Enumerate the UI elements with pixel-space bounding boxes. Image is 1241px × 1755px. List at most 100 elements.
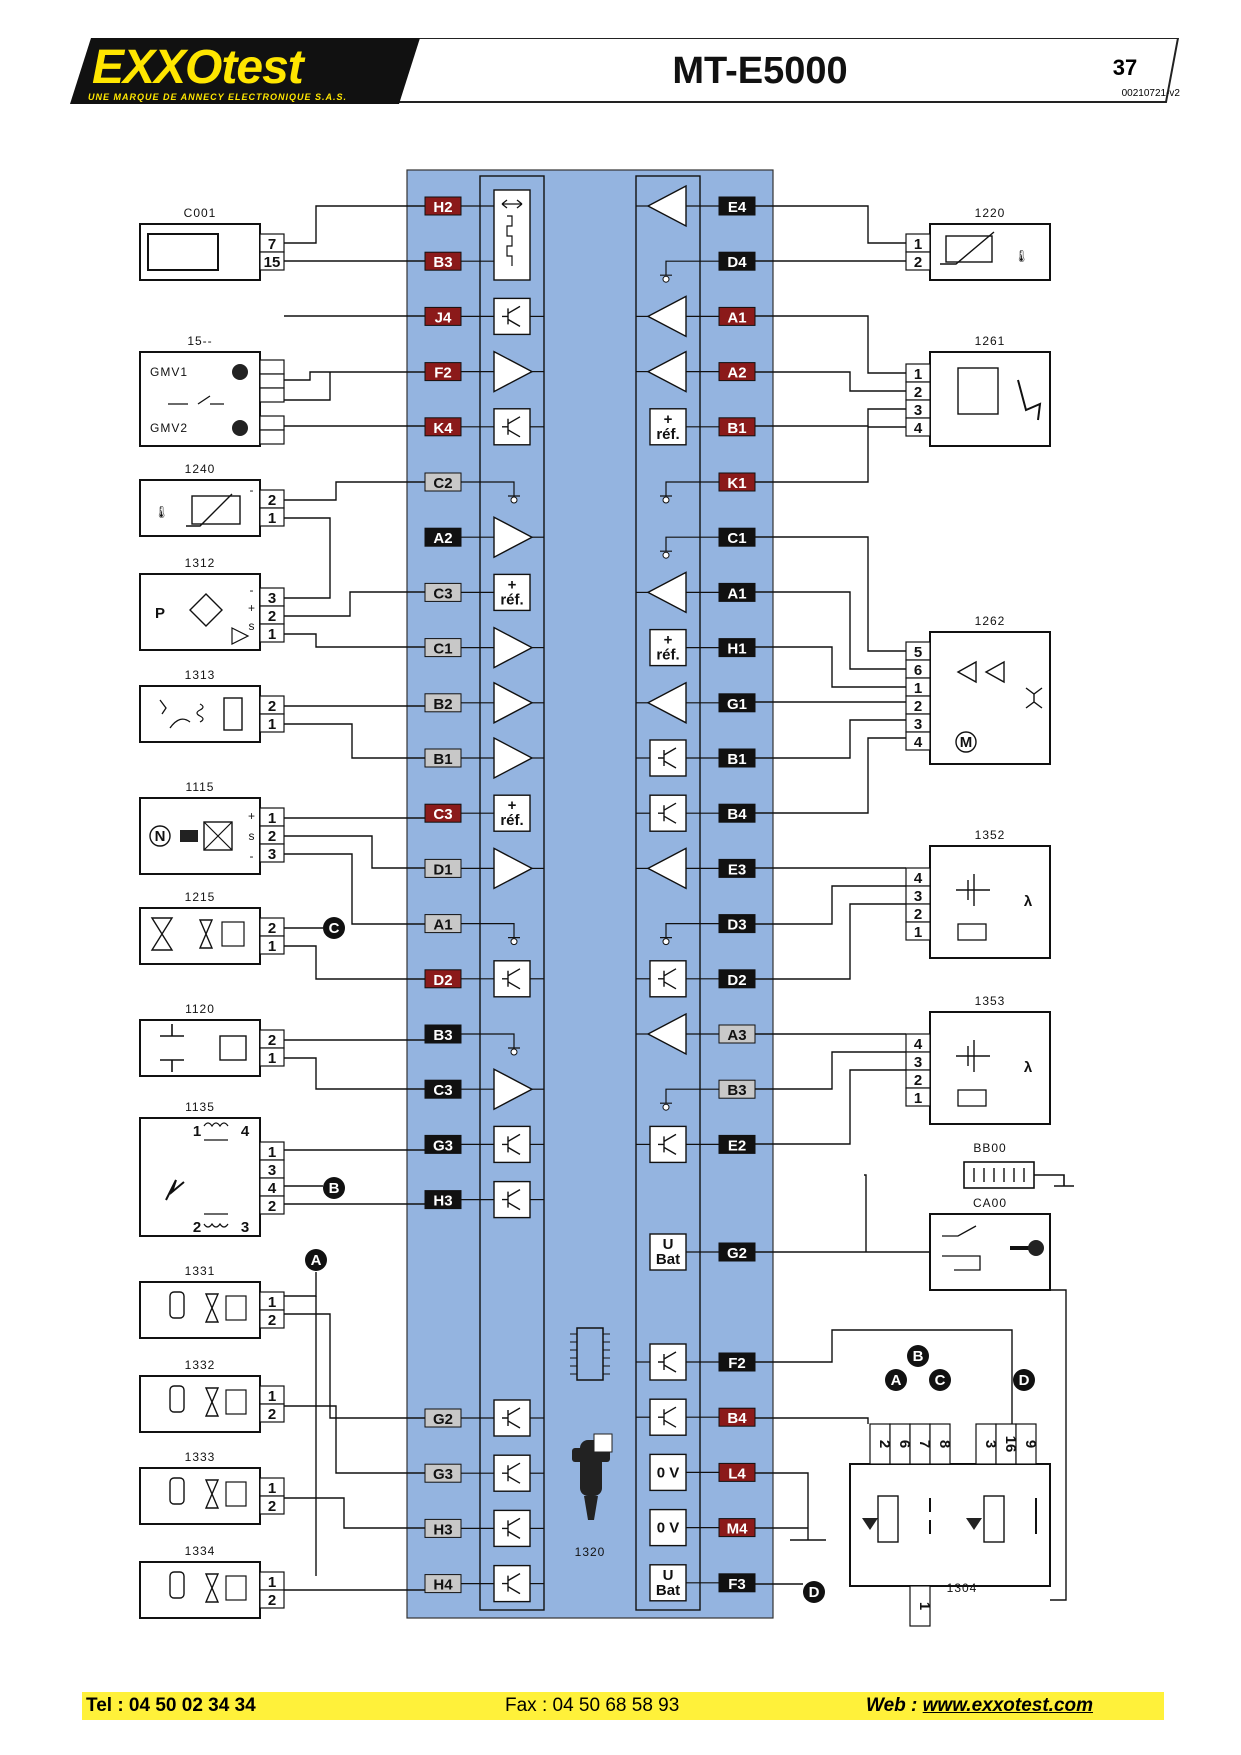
left-pin-d1: D1 xyxy=(424,858,462,878)
footer-web: Web : www.exxotest.com xyxy=(866,1695,1093,1717)
throttle-icon xyxy=(1025,687,1043,709)
left-pin-j4: J4 xyxy=(424,306,462,326)
amplifier-icon xyxy=(231,627,250,645)
pin-label: B3 xyxy=(433,1027,452,1044)
pin-label: D2 xyxy=(727,972,746,989)
transistor-symbol xyxy=(649,1343,687,1381)
wire xyxy=(284,1057,425,1090)
pin-label: B3 xyxy=(727,1082,746,1099)
marker-a-left-letter: A xyxy=(311,1252,322,1269)
transistor-symbol xyxy=(493,1125,531,1164)
pin-label: B1 xyxy=(727,751,746,768)
relay-coil-2 xyxy=(983,1495,1005,1543)
component-1262-id: 1262 xyxy=(975,614,1006,628)
pin-label: L4 xyxy=(728,1465,746,1482)
component-1135-id: 1135 xyxy=(185,1100,215,1114)
pin-label: B1 xyxy=(433,751,452,768)
wire xyxy=(864,1174,867,1252)
pin-label: M4 xyxy=(727,1521,748,1538)
marker-a-right: A xyxy=(885,1369,907,1391)
coil-symbol xyxy=(223,697,243,731)
component-1220-id: 1220 xyxy=(975,206,1006,220)
pin-label: G3 xyxy=(433,1137,453,1154)
ecu-left-column xyxy=(479,175,545,1611)
left-pin-g2: G2 xyxy=(424,1408,462,1428)
right-pin-b3: B3 xyxy=(718,1079,756,1099)
pin-label: C3 xyxy=(433,1082,452,1099)
connector-pin-4: 4 xyxy=(268,1180,277,1197)
right-pin-d4: D4 xyxy=(718,251,756,271)
wire xyxy=(755,903,906,980)
relay-pin-16: 16 xyxy=(1002,1436,1019,1453)
footer-web-link[interactable]: www.exxotest.com xyxy=(922,1695,1094,1716)
fan-2-icon xyxy=(232,420,248,436)
right-pin-b4: B4 xyxy=(718,803,756,823)
connector-pin-1: 1 xyxy=(268,1144,276,1161)
pin-label: H3 xyxy=(433,1193,452,1210)
amplifier-symbol-out xyxy=(493,681,534,724)
reference-block-bottom: réf. xyxy=(656,426,679,443)
valve-icon xyxy=(204,1387,220,1417)
ground-symbol xyxy=(660,923,686,946)
connector-pin-2: 2 xyxy=(914,254,922,271)
wire xyxy=(755,205,906,244)
footer-web-label: Web : xyxy=(866,1695,923,1716)
right-pin-h1: H1 xyxy=(718,638,756,658)
transistor-symbol xyxy=(649,1125,687,1164)
heater-symbol xyxy=(957,1089,987,1107)
document-reference: 00210721-v2 xyxy=(1121,88,1180,99)
wire xyxy=(755,591,906,670)
zero-volt-block: 0 V xyxy=(649,1453,687,1492)
reference-block: +réf. xyxy=(493,573,531,612)
relay-body xyxy=(849,1463,1051,1587)
wire xyxy=(284,371,425,381)
wire xyxy=(755,315,906,374)
amplifier-symbol-out xyxy=(493,626,534,669)
transistor-symbol xyxy=(649,739,687,777)
connector-pin-1: 1 xyxy=(268,1574,276,1591)
pin-label: B3 xyxy=(433,254,452,271)
pin-label: F3 xyxy=(728,1576,746,1593)
coil-pin-3: 3 xyxy=(241,1219,249,1236)
connector-pin-2: 2 xyxy=(268,698,276,715)
connector-pin-3: 3 xyxy=(914,1054,922,1071)
wire xyxy=(284,517,331,599)
wire xyxy=(755,646,906,688)
right-pin-f3: F3 xyxy=(718,1573,756,1593)
pin-label: D3 xyxy=(727,917,746,934)
lambda-symbol: λ xyxy=(1024,893,1033,910)
wire xyxy=(755,1417,869,1424)
right-pin-b1: B1 xyxy=(718,748,756,768)
brand-tagline: UNE MARQUE DE ANNECY ELECTRONIQUE S.A.S. xyxy=(88,92,348,102)
wire xyxy=(755,371,906,392)
ground-symbol xyxy=(660,536,686,559)
connector-pin-6: 6 xyxy=(914,662,922,679)
reference-block-top: + xyxy=(664,411,673,428)
pin-label: F2 xyxy=(728,1355,746,1372)
connector-pin-1: 1 xyxy=(268,1388,276,1405)
zero-volt-text: 0 V xyxy=(657,1520,680,1537)
component-1261-id: 1261 xyxy=(975,334,1006,348)
left-pin-h3: H3 xyxy=(424,1518,462,1538)
wire xyxy=(284,945,425,980)
right-pin-e2: E2 xyxy=(718,1134,756,1154)
right-pin-e3: E3 xyxy=(718,858,756,878)
thermistor-symbol xyxy=(945,235,993,263)
connector-pin-2: 2 xyxy=(268,1406,276,1423)
amplifier-symbol-out xyxy=(493,736,534,780)
connector-pin-1: 1 xyxy=(268,626,276,643)
page-title: MT-E5000 xyxy=(672,50,848,92)
reference-block-bottom: réf. xyxy=(656,647,679,664)
sensor-icon xyxy=(159,699,191,729)
amplifier-symbol-in xyxy=(646,847,687,890)
connector-pin-2: 2 xyxy=(268,920,276,937)
page-number: 37 xyxy=(1112,55,1138,80)
amplifier-symbol-in xyxy=(646,571,687,614)
pin-label: E3 xyxy=(728,861,746,878)
component-1331-id: 1331 xyxy=(185,1264,216,1278)
injector-small-icon xyxy=(169,1477,185,1505)
